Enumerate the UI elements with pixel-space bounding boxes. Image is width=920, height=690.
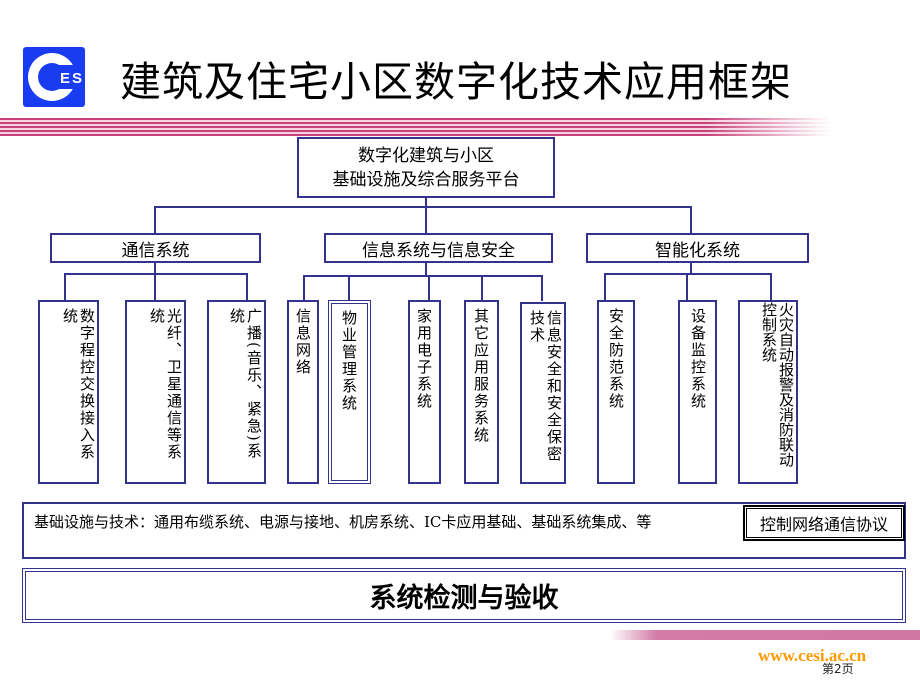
leaf-box: 设备监控系统 (678, 300, 717, 484)
root-box: 数字化建筑与小区 基础设施及综合服务平台 (297, 137, 555, 198)
group-intelligent: 智能化系统 (586, 233, 809, 263)
leaf-box: 光纤、卫星通信等系统 (125, 300, 186, 484)
leaf-box: 其它应用服务系统 (464, 300, 499, 484)
footer-url: www.cesi.ac.cn (758, 646, 867, 665)
leaf-box: 火灾自动报警及消防联动控制系统 (738, 300, 798, 484)
header-stripe (0, 118, 830, 136)
svg-text:ESI: ESI (60, 70, 85, 87)
protocol-box: 控制网络通信协议 (743, 505, 905, 541)
group-label: 信息系统与信息安全 (362, 240, 515, 261)
leaf-box: 信息安全和安全保密技术 (520, 302, 566, 484)
leaf-box: 安全防范系统 (597, 300, 635, 484)
cesi-logo: ESI (23, 47, 88, 107)
group-information: 信息系统与信息安全 (324, 233, 553, 263)
leaf-box: 广播(音乐、紧急)系统 (207, 300, 266, 484)
footer-stripe (610, 630, 920, 640)
infrastructure-text: 基础设施与技术：通用布缆系统、电源与接地、机房系统、IC卡应用基础、基础系统集成… (34, 513, 652, 531)
acceptance-box: 系统检测与验收 (22, 568, 906, 623)
page-number: 第2页 (822, 662, 854, 676)
page-title: 建筑及住宅小区数字化技术应用框架 (120, 58, 792, 106)
group-communication: 通信系统 (50, 233, 261, 263)
protocol-label: 控制网络通信协议 (759, 515, 888, 534)
root-line2: 基础设施及综合服务平台 (332, 169, 520, 190)
leaf-box: 数字程控交换接入系统 (38, 300, 99, 484)
group-label: 通信系统 (121, 240, 190, 261)
leaf-box: 信息网络 (287, 300, 319, 484)
leaf-box: 家用电子系统 (408, 300, 441, 484)
group-label: 智能化系统 (655, 240, 740, 261)
root-line1: 数字化建筑与小区 (358, 145, 494, 166)
leaf-box: 物业管理系统 (328, 300, 371, 484)
acceptance-label: 系统检测与验收 (369, 583, 559, 614)
